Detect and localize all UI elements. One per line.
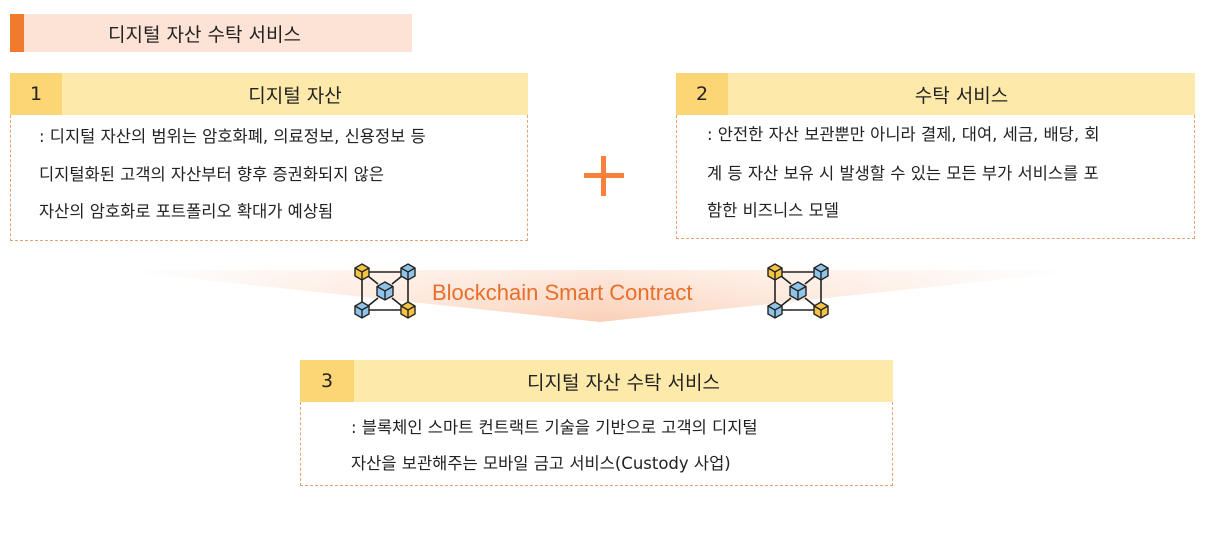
- custody-service-box: 2 수탁 서비스 : 안전한 자산 보관뿐만 아니라 결제, 대여, 세금, 배…: [676, 73, 1195, 239]
- box-body: : 디지털 자산의 범위는 암호화폐, 의료정보, 신용정보 등 디지털화된 고…: [10, 115, 528, 241]
- box-number: 2: [676, 73, 728, 115]
- title-accent-bar: [10, 14, 24, 52]
- body-line: 계 등 자산 보유 시 발생할 수 있는 모든 부가 서비스를 포: [707, 164, 1099, 183]
- box-body: : 안전한 자산 보관뿐만 아니라 결제, 대여, 세금, 배당, 회 계 등 …: [676, 115, 1195, 239]
- box-header: [10, 73, 528, 115]
- box-title: 수탁 서비스: [914, 84, 1009, 107]
- plus-icon: [584, 156, 624, 196]
- body-line: 함한 비즈니스 모델: [707, 201, 839, 220]
- body-line: : 디지털 자산의 범위는 암호화폐, 의료정보, 신용정보 등: [39, 127, 426, 146]
- box-header: [676, 73, 1195, 115]
- body-line: 디지털화된 고객의 자산부터 향후 증권화되지 않은: [39, 165, 385, 184]
- blockchain-smart-contract-label: Blockchain Smart Contract: [432, 280, 693, 305]
- body-line: : 블록체인 스마트 컨트랙트 기술을 기반으로 고객의 디지털: [351, 418, 758, 437]
- box-number: 1: [10, 73, 62, 115]
- page-title-bar: 디지털 자산 수탁 서비스: [10, 14, 412, 52]
- body-line: : 안전한 자산 보관뿐만 아니라 결제, 대여, 세금, 배당, 회: [707, 125, 1100, 144]
- box-body: : 블록체인 스마트 컨트랙트 기술을 기반으로 고객의 디지털 자산을 보관해…: [300, 402, 893, 486]
- page-title: 디지털 자산 수탁 서비스: [108, 23, 301, 46]
- blockchain-network-icon: [354, 263, 416, 319]
- box-title: 디지털 자산 수탁 서비스: [527, 371, 720, 394]
- digital-asset-custody-box: 3 디지털 자산 수탁 서비스 : 블록체인 스마트 컨트랙트 기술을 기반으로…: [300, 360, 893, 486]
- body-line: 자산을 보관해주는 모바일 금고 서비스(Custody 사업): [351, 454, 731, 473]
- body-line: 자산의 암호화로 포트폴리오 확대가 예상됨: [39, 202, 334, 221]
- box-number: 3: [300, 360, 354, 402]
- blockchain-network-icon: [767, 263, 829, 319]
- box-header: [300, 360, 893, 402]
- digital-asset-box: 1 디지털 자산 : 디지털 자산의 범위는 암호화폐, 의료정보, 신용정보 …: [10, 73, 528, 241]
- box-title: 디지털 자산: [248, 84, 342, 107]
